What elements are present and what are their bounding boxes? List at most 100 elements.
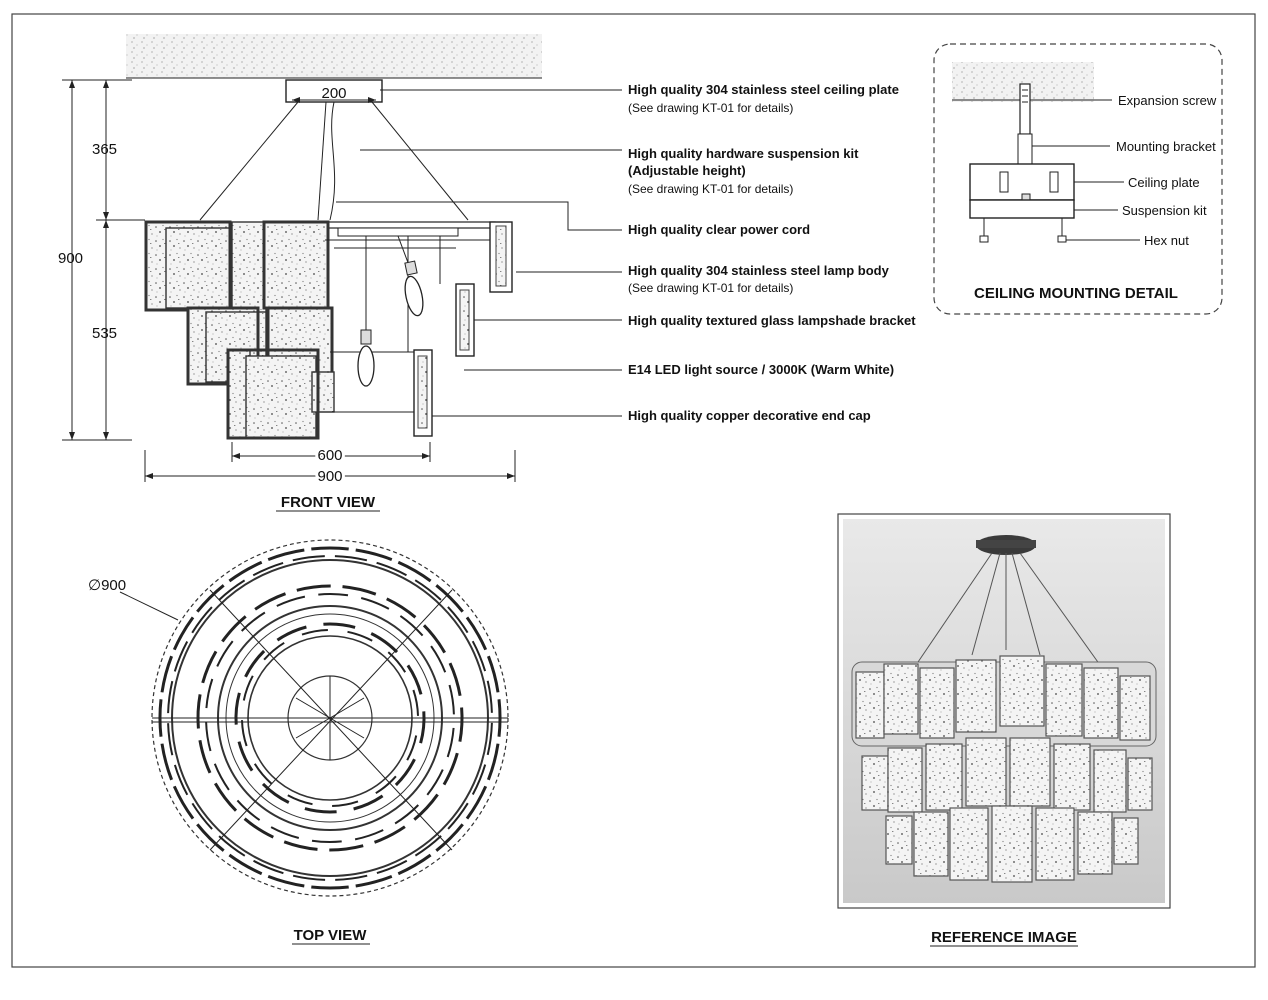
panel-arc	[196, 584, 225, 613]
panel-arc	[353, 794, 384, 811]
panel-arc	[335, 874, 368, 881]
panel-arc	[205, 721, 212, 752]
panel-arc	[240, 611, 266, 632]
panel-arc	[253, 859, 284, 875]
panel-arc	[323, 622, 356, 629]
detail-label-suspension-kit: Suspension kit	[1122, 203, 1207, 218]
detail-label-expansion-screw: Expansion screw	[1118, 93, 1217, 108]
panel-arc	[228, 560, 263, 583]
ceiling-mounting-detail: Expansion screw Mounting bracket Ceiling…	[933, 43, 1223, 315]
panel-arc	[435, 823, 464, 852]
dim-diameter: ∅900	[88, 577, 126, 594]
panel-arc	[196, 694, 202, 729]
panel-arc	[191, 606, 213, 634]
panel-arc	[376, 859, 408, 875]
mounting-detail-title: CEILING MOUNTING DETAIL	[974, 285, 1178, 302]
panel-arc	[221, 615, 247, 643]
panel-arc	[414, 579, 442, 601]
panel-arc	[373, 825, 406, 844]
panel-arc	[332, 800, 359, 807]
dim-inner-width: 600	[317, 447, 342, 464]
panel-arc	[354, 829, 384, 841]
panel-arc	[311, 546, 349, 551]
panel-arc	[394, 758, 416, 787]
panel-arc	[253, 763, 273, 785]
panel-arc	[172, 616, 195, 651]
panel-arc	[160, 655, 173, 693]
panel-arc	[160, 743, 173, 781]
callout-power-cord: High quality clear power cord	[628, 222, 810, 237]
panel-arc	[243, 817, 274, 839]
panel-arc	[430, 645, 447, 673]
callout-end-cap: High quality copper decorative end cap	[628, 408, 871, 423]
detail-label-ceiling-plate: Ceiling plate	[1128, 175, 1200, 190]
panel-arc	[311, 885, 349, 890]
panel-arc	[471, 640, 487, 672]
panel-arc	[360, 597, 390, 610]
panel-arc	[296, 584, 331, 592]
dim-total-width: 900	[317, 468, 342, 485]
panel-arc	[370, 632, 399, 654]
panel-arc	[419, 711, 426, 744]
panel-arc	[301, 629, 328, 636]
panel-arc	[413, 793, 439, 821]
reference-image: REFERENCE IMAGE	[837, 513, 1171, 947]
panel-arc	[412, 689, 419, 716]
panel-arc	[375, 775, 397, 795]
panel-arc	[172, 785, 195, 820]
front-view-title: FRONT VIEW	[281, 494, 376, 511]
panel-arc	[236, 799, 261, 821]
panel-arc	[201, 650, 218, 684]
dim-total-height: 900	[58, 250, 83, 267]
reference-image-title: REFERENCE IMAGE	[931, 929, 1077, 946]
ceiling-slab	[126, 34, 542, 78]
panel-arc	[458, 707, 464, 742]
panel-arc	[397, 853, 432, 876]
panel-arc	[465, 785, 488, 820]
panel-arc	[241, 720, 248, 747]
dim-upper-height: 365	[92, 141, 117, 158]
panel-arc	[158, 699, 163, 737]
panel-arc	[446, 727, 455, 758]
panel-arc	[173, 641, 189, 672]
svg-text:600: 600	[317, 447, 342, 464]
panel-arc	[213, 782, 238, 812]
panel-arc	[448, 684, 455, 715]
panel-arc	[270, 826, 300, 839]
panel-arc	[196, 823, 225, 852]
top-view-panel-arcs	[158, 546, 502, 890]
panel-arc	[486, 722, 493, 756]
dim-lower-height: 535	[92, 325, 117, 342]
panel-arc	[397, 560, 432, 583]
callout-ceiling-plate-note: (See drawing KT-01 for details)	[628, 101, 793, 115]
callout-lampshade-bracket: High quality textured glass lampshade br…	[628, 313, 916, 328]
panel-arc	[487, 655, 500, 693]
detail-label-mounting-bracket: Mounting bracket	[1116, 139, 1216, 154]
panel-arc	[267, 548, 305, 561]
panel-arc	[261, 782, 290, 804]
panel-arc	[471, 764, 487, 795]
panel-arc	[191, 802, 213, 830]
panel-arc	[386, 597, 417, 619]
top-view: ∅900 TOP VIEW	[88, 539, 509, 945]
top-view-title: TOP VIEW	[294, 927, 368, 944]
panel-arc	[228, 853, 263, 876]
panel-arc	[422, 624, 447, 654]
panel-arc	[465, 616, 488, 651]
panel-arc	[355, 875, 393, 888]
panel-arc	[218, 835, 246, 857]
panel-arc	[311, 839, 342, 843]
panel-arc	[426, 769, 444, 796]
panel-arc	[283, 840, 318, 851]
dim-plate-width: 200	[321, 85, 346, 102]
panel-arc	[447, 802, 469, 830]
sheet-border	[11, 13, 1256, 968]
panel-arc	[414, 835, 442, 857]
panel-arc	[292, 874, 326, 881]
panel-arc	[442, 752, 459, 786]
panel-arc	[399, 615, 424, 637]
callout-ceiling-plate: High quality 304 stainless steel ceiling…	[628, 82, 899, 97]
panel-arc	[394, 804, 420, 825]
panel-arc	[173, 764, 189, 796]
